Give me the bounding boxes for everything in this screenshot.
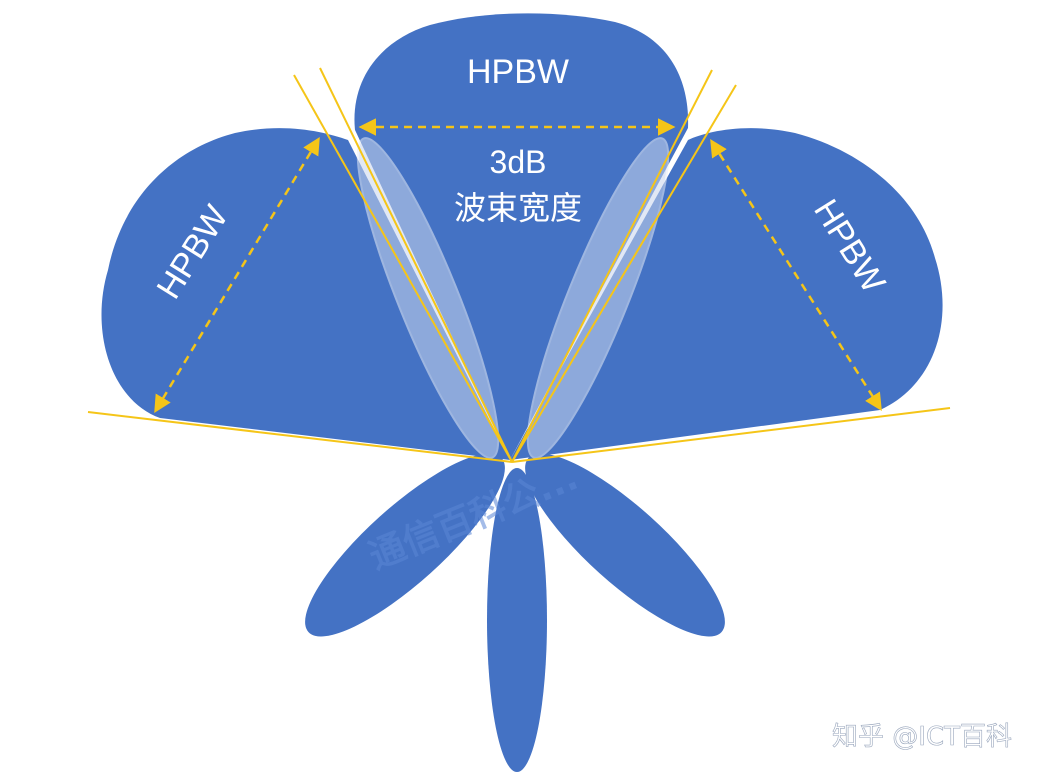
guide-line-top-left-outer [293,74,513,463]
back-lobes [305,453,725,772]
beamwidth-label: 波束宽度 [454,190,582,226]
source-credit: 知乎 @ICT百科 [832,722,1012,752]
back-lobe-center [487,468,547,772]
guide-line-bottom-left [87,411,513,463]
left-hpbw-arrow [154,136,320,414]
hpbw-arrows [154,118,882,414]
back-lobe-left [305,453,505,637]
db-value-label: 3dB [490,144,547,180]
right-hpbw-arrow [710,139,882,411]
back-lobe-right [525,453,725,637]
beam-edge-lines [87,67,951,463]
guide-line-top-right-inner [511,69,713,463]
guide-line-top-left-inner [319,67,513,463]
guide-line-bottom-right [511,407,951,463]
guide-line-top-right-outer [511,84,737,463]
top-hpbw-label: HPBW [467,53,569,91]
